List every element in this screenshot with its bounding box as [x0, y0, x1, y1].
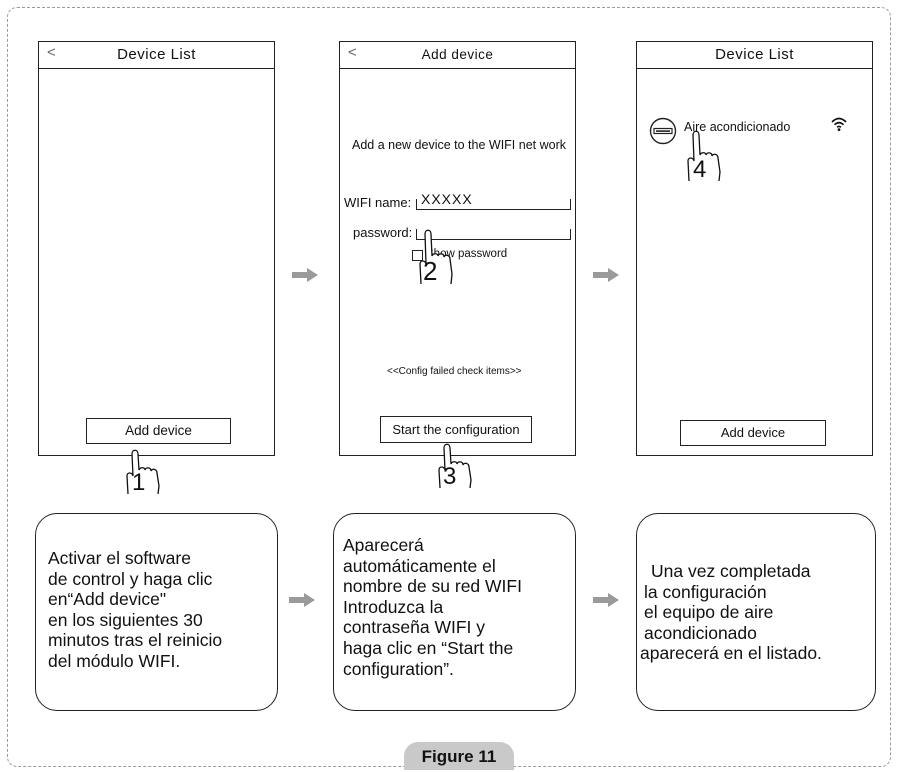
svg-text:3: 3	[443, 463, 456, 490]
arrow-right-icon	[292, 268, 318, 282]
phone-screen-device-list-empty: < Device List Add device	[38, 41, 275, 456]
air-conditioner-icon	[649, 117, 677, 145]
wifi-name-value: XXXXX	[421, 191, 473, 207]
start-configuration-button[interactable]: Start the configuration	[380, 416, 532, 443]
arrow-right-icon	[593, 268, 619, 282]
pointing-hand-icon: 1	[126, 449, 160, 496]
title-bar: Device List	[637, 42, 872, 69]
arrow-right-icon	[593, 593, 619, 607]
wifi-name-label: WIFI name:	[344, 195, 412, 210]
add-device-button[interactable]: Add device	[86, 418, 231, 444]
figure-label: Figure 11	[404, 742, 514, 770]
config-failed-link[interactable]: <<Config failed check items>>	[387, 366, 522, 377]
svg-text:4: 4	[693, 156, 706, 183]
title-bar: < Add device	[340, 42, 575, 69]
pointing-hand-icon: 2	[419, 229, 453, 286]
arrow-right-icon	[289, 593, 315, 607]
phone-screen-add-device: < Add device Add a new device to the WIF…	[339, 41, 576, 456]
pointing-hand-icon: 3	[438, 443, 472, 490]
svg-text:1: 1	[132, 469, 145, 496]
pointing-hand-icon: 4	[687, 130, 721, 183]
title-bar: < Device List	[39, 42, 274, 69]
show-password-checkbox[interactable]	[412, 250, 423, 261]
password-field[interactable]	[416, 222, 571, 240]
back-icon[interactable]: <	[348, 44, 358, 61]
wifi-signal-icon	[831, 117, 847, 131]
screen-title: Add device	[421, 47, 494, 62]
phone-screen-device-list-populated: Device List Aire acondicionado Add devic…	[636, 41, 873, 456]
add-device-button[interactable]: Add device	[680, 420, 826, 446]
instruction-text: Add a new device to the WIFI net work	[352, 138, 566, 152]
password-label: password:	[353, 225, 413, 240]
wifi-name-field[interactable]: XXXXX	[416, 191, 571, 210]
back-icon[interactable]: <	[47, 44, 57, 61]
svg-text:2: 2	[423, 256, 437, 286]
screen-title: Device List	[715, 46, 794, 63]
screen-title: Device List	[117, 46, 196, 63]
device-name[interactable]: Aire acondicionado	[684, 120, 791, 134]
